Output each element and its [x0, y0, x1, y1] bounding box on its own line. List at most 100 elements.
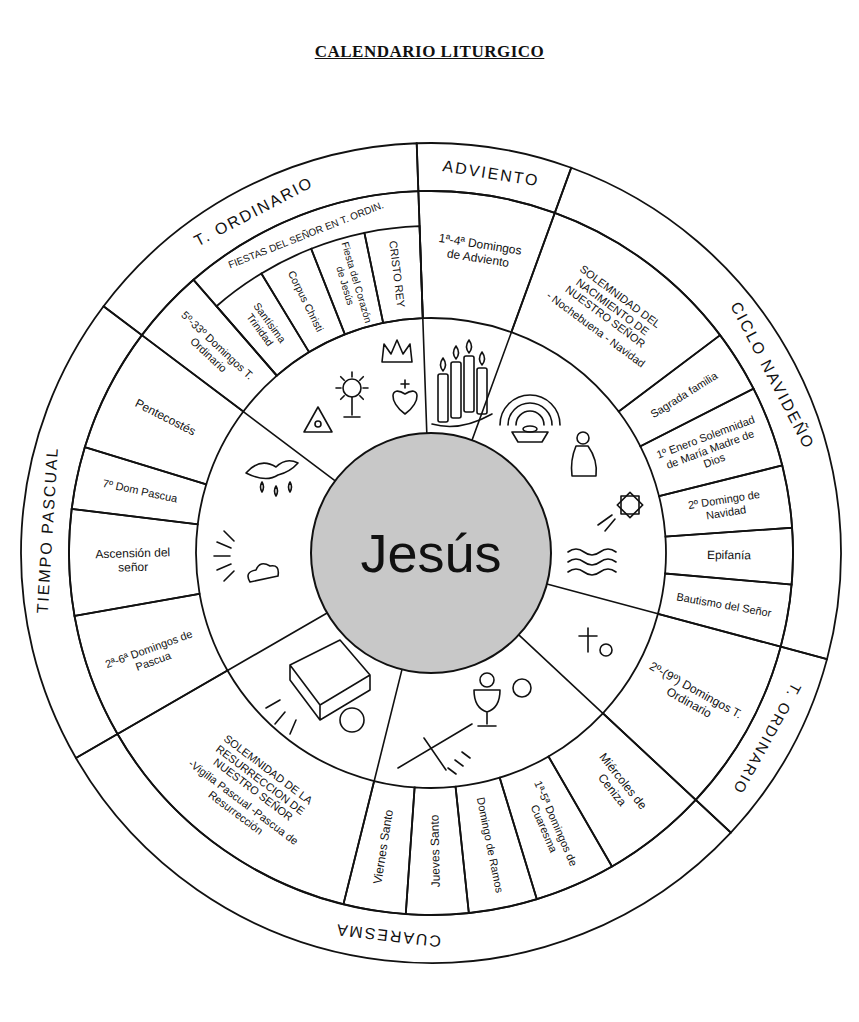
chalice	[474, 673, 531, 726]
text-holder: Jueves Santo	[428, 796, 444, 906]
ascension-rays	[214, 531, 278, 582]
cell-label: Santísima Trinidad	[231, 285, 300, 367]
season-band: ADVIENTO	[414, 141, 574, 215]
circle-shape	[311, 433, 551, 673]
liturgical-cell: Bautismo del Señor	[655, 571, 794, 649]
cell-label: Bautismo del Señor	[669, 589, 780, 621]
cell-label: Sagrada familia	[634, 361, 734, 430]
ash-cross	[579, 628, 612, 656]
cell-label: 7º Dom Pascua	[84, 473, 194, 508]
cell-label: 1ª-4ª Domingos de Adviento	[427, 230, 530, 273]
season-band: TIEMPO PASCUAL	[19, 304, 144, 761]
advent-candles	[432, 340, 492, 426]
cell-label: 2ª-6ª Domingos de Pascua	[97, 625, 204, 685]
liturgical-cell: Viernes Santo	[341, 779, 417, 917]
sector-shape	[364, 226, 422, 323]
sector-shape	[69, 509, 200, 616]
sector-shape	[500, 757, 612, 900]
sector-shape	[640, 389, 782, 496]
text-holder: 2ª-6ª Domingos de Pascua	[97, 625, 204, 685]
monstrance	[336, 372, 368, 417]
cell-label: Domingo de Ramos	[473, 790, 507, 900]
sector-shape	[456, 778, 537, 913]
sector-shape	[343, 781, 414, 914]
diagram-title: CALENDARIO LITURGICO	[315, 42, 545, 62]
sector-shape	[603, 614, 781, 800]
liturgical-cell: 2º Domingo de Navidad	[657, 463, 795, 539]
season-label: ADVIENTO	[441, 157, 540, 190]
season-label: TIEMPO PASCUAL	[33, 445, 62, 613]
cell-label: Jueves Santo	[428, 796, 444, 906]
baptism-water	[568, 549, 616, 575]
season-label: CUARESMA	[333, 919, 441, 949]
text-holder: 7º Dom Pascua	[84, 473, 194, 508]
sector-shape	[21, 306, 142, 758]
pentecost-dove	[246, 461, 298, 496]
cross-and-nails	[398, 724, 472, 774]
sector-shape	[142, 280, 277, 412]
divider-lines	[228, 318, 659, 781]
text-holder: Viernes Santo	[369, 792, 400, 903]
text-holder: Ascensión del señor	[83, 546, 184, 576]
liturgical-cell: Epifanía	[663, 525, 795, 587]
text-holder: 2º Domingo de Navidad	[669, 485, 782, 527]
sector-shape	[417, 143, 572, 213]
text-holder: SOLEMNIDAD DEL NACIMIENTO DE NUESTRO SEÑ…	[542, 255, 674, 372]
cell-label: Epifanía	[674, 548, 784, 563]
cell-label: CRISTO REY	[386, 232, 409, 317]
center-label: Jesús	[360, 522, 501, 584]
center-circle: Jesús	[309, 431, 553, 675]
text-holder: T. ORDINARIO	[729, 680, 805, 798]
sector-shape	[658, 573, 792, 646]
sector-shape	[76, 734, 731, 963]
cell-label: Pentecostés	[113, 387, 217, 449]
cell-label: Corpus Christi	[282, 261, 330, 342]
trinity-triangle	[304, 407, 332, 432]
sector-shape	[406, 787, 469, 915]
text-holder: Epifanía	[674, 548, 784, 563]
sector-shape	[75, 594, 228, 734]
liturgical-cell: CRISTO REY	[362, 224, 425, 325]
liturgical-cell: SOLEMNIDAD DE LA RESURRECCION DE NUESTRO…	[115, 668, 377, 907]
text-holder: 1º Enero Solemnidad de María Madre de Di…	[652, 412, 768, 486]
cell-label: Fiesta del Corazón de Jesús	[328, 240, 374, 327]
text-holder: Sagrada familia	[634, 361, 734, 430]
title-area: CALENDARIO LITURGICO	[0, 42, 859, 62]
text-holder: Jesús	[360, 522, 501, 584]
text-holder: 2º-(9º) Domingos T. Ordinario	[639, 660, 744, 735]
text-holder: Pentecostés	[113, 387, 217, 449]
text-holder: TIEMPO PASCUAL	[33, 445, 62, 613]
sector-shape	[696, 647, 827, 833]
text-holder: Fiesta del Corazón de Jesús	[328, 240, 374, 327]
cell-label: Viernes Santo	[369, 792, 400, 903]
sector-shape	[418, 191, 554, 332]
text-holder: Bautismo del Señor	[669, 589, 780, 621]
cell-label: 1º Enero Solemnidad de María Madre de Di…	[652, 412, 768, 486]
text-holder: CRISTO REY	[386, 232, 409, 317]
cell-label: Ascensión del señor	[83, 546, 184, 576]
sector-shape	[659, 465, 792, 536]
king-crown	[382, 340, 412, 362]
liturgical-cell: 7º Dom Pascua	[69, 445, 209, 527]
sector-shape	[555, 168, 841, 659]
text-holder: Domingo de Ramos	[473, 790, 507, 900]
season-band: T. ORDINARIO	[693, 644, 830, 835]
nativity-stable	[500, 395, 596, 476]
sector-shape	[117, 671, 374, 905]
cell-label: 2º Domingo de Navidad	[669, 485, 782, 527]
sector-shape	[511, 213, 720, 412]
text-holder: Santísima Trinidad	[231, 285, 300, 367]
sacred-heart	[393, 380, 417, 414]
text-holder: Corpus Christi	[282, 261, 330, 342]
epiphany-star	[598, 492, 643, 531]
text-holder: CUARESMA	[333, 919, 441, 949]
liturgical-cell: 1ª-4ª Domingos de Adviento	[416, 189, 557, 335]
empty-tomb	[266, 640, 370, 734]
cell-label: 2º-(9º) Domingos T. Ordinario	[639, 660, 744, 735]
season-band: CUARESMA	[73, 732, 733, 965]
sector-shape	[72, 447, 207, 524]
sector-shape	[194, 191, 423, 375]
season-band: CICLO NAVIDEÑO	[552, 165, 843, 662]
text-holder: 1ª-4ª Domingos de Adviento	[427, 230, 530, 273]
text-holder: ADVIENTO	[441, 157, 540, 190]
